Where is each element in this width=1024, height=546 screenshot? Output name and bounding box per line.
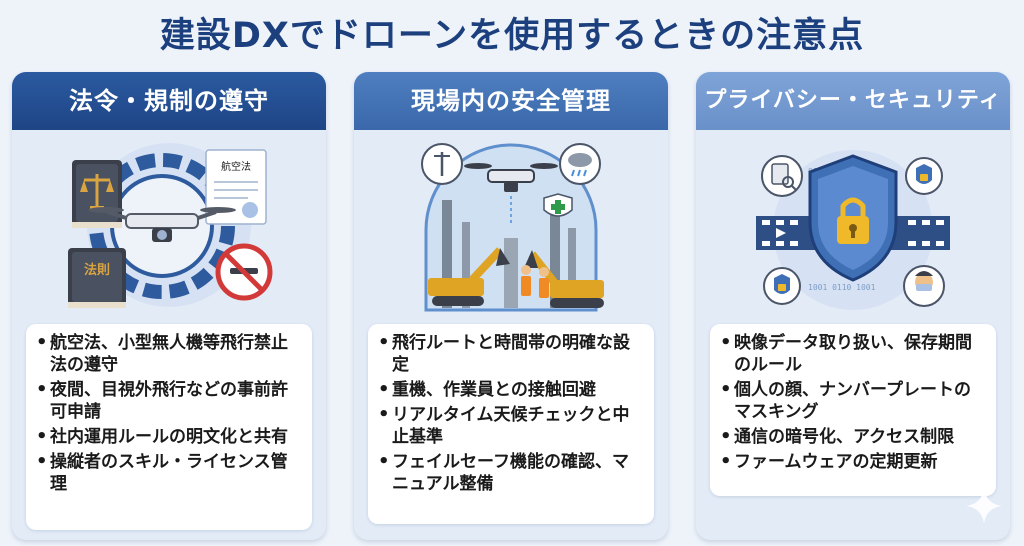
card-heading: 法令・規制の遵守 bbox=[12, 72, 326, 130]
bullet: • bbox=[378, 451, 390, 472]
privacy-checklist: •映像データ取り扱い、保存期間のルール •個人の顔、ナンバープレートのマスキング… bbox=[710, 324, 996, 496]
bullet: • bbox=[378, 404, 390, 425]
list-item: •映像データ取り扱い、保存期間のルール bbox=[720, 332, 972, 375]
card-heading: 現場内の安全管理 bbox=[354, 72, 668, 130]
no-drone-icon bbox=[215, 243, 273, 301]
excavator-icon bbox=[428, 247, 510, 306]
legal-illustration-svg: 法則 航空法 bbox=[68, 143, 273, 308]
list-item: •夜間、目視外飛行などの事前許可申請 bbox=[36, 379, 288, 422]
legal-illustration: 法則 航空法 bbox=[12, 130, 326, 320]
crane-icon bbox=[442, 200, 576, 308]
list-item: •航空法、小型無人機等飛行禁止法の遵守 bbox=[36, 332, 288, 375]
bullet: • bbox=[378, 332, 390, 353]
bullet: • bbox=[36, 332, 48, 353]
antenna-icon bbox=[421, 143, 463, 185]
masked-person-icon bbox=[903, 265, 945, 307]
document-icon: 航空法 bbox=[205, 149, 267, 225]
bullet: • bbox=[720, 332, 732, 353]
legal-checklist: •航空法、小型無人機等飛行禁止法の遵守 •夜間、目視外飛行などの事前許可申請 •… bbox=[26, 324, 312, 530]
lock-icon bbox=[763, 267, 801, 305]
document-label: 航空法 bbox=[221, 160, 251, 173]
sparkle-icon bbox=[966, 488, 1002, 524]
bullet: • bbox=[720, 451, 732, 472]
list-item: •社内運用ルールの明文化と共有 bbox=[36, 426, 288, 447]
list-item: •飛行ルートと時間帯の明確な設定 bbox=[378, 332, 630, 375]
list-item: •操縦者のスキル・ライセンス管理 bbox=[36, 451, 288, 494]
list-item: •リアルタイム天候チェックと中止基準 bbox=[378, 404, 630, 447]
bullet: • bbox=[720, 379, 732, 400]
list-item: •個人の顔、ナンバープレートのマスキング bbox=[720, 379, 971, 422]
drone-icon bbox=[464, 163, 558, 226]
book-label: 法則 bbox=[84, 262, 110, 278]
safety-cross-icon bbox=[543, 193, 573, 217]
worker-icon bbox=[521, 265, 549, 298]
card-privacy-security: プライバシー・セキュリティ 0110 1001 0110 1001 0110 1… bbox=[696, 72, 1010, 540]
document-search-icon bbox=[761, 155, 803, 197]
shield-lock-icon bbox=[808, 154, 898, 282]
safety-illustration-svg bbox=[421, 143, 604, 312]
excavator-icon bbox=[524, 250, 604, 308]
card-legal-compliance: 法令・規制の遵守 法則 bbox=[12, 72, 326, 540]
privacy-illustration-svg: 0110 1001 0110 1001 0110 1001 bbox=[756, 150, 950, 310]
svg-text:1001 0110 1001: 1001 0110 1001 bbox=[808, 283, 876, 292]
bullet: • bbox=[36, 426, 48, 447]
bullet: • bbox=[36, 379, 48, 400]
page-title: 建設DXでドローンを使用するときの注意点 bbox=[159, 16, 865, 56]
book-icon: 法則 bbox=[68, 248, 126, 308]
card-heading: プライバシー・セキュリティ bbox=[696, 72, 1010, 130]
list-item: •ファームウェアの定期更新 bbox=[720, 451, 938, 472]
bullet: • bbox=[36, 451, 48, 472]
bullet: • bbox=[720, 426, 732, 447]
bullet: • bbox=[378, 379, 390, 400]
lock-icon bbox=[905, 157, 943, 195]
drone-icon bbox=[88, 207, 236, 242]
list-item: •フェイルセーフ機能の確認、マニュアル整備 bbox=[378, 451, 629, 494]
safety-illustration bbox=[354, 130, 668, 320]
privacy-illustration: 0110 1001 0110 1001 0110 1001 bbox=[696, 130, 1010, 320]
cloud-rain-icon bbox=[559, 143, 601, 185]
list-item: •通信の暗号化、アクセス制限 bbox=[720, 426, 955, 447]
safety-checklist: •飛行ルートと時間帯の明確な設定 •重機、作業員との接触回避 •リアルタイム天候… bbox=[368, 324, 654, 524]
list-item: •重機、作業員との接触回避 bbox=[378, 379, 596, 400]
card-site-safety: 現場内の安全管理 bbox=[354, 72, 668, 540]
